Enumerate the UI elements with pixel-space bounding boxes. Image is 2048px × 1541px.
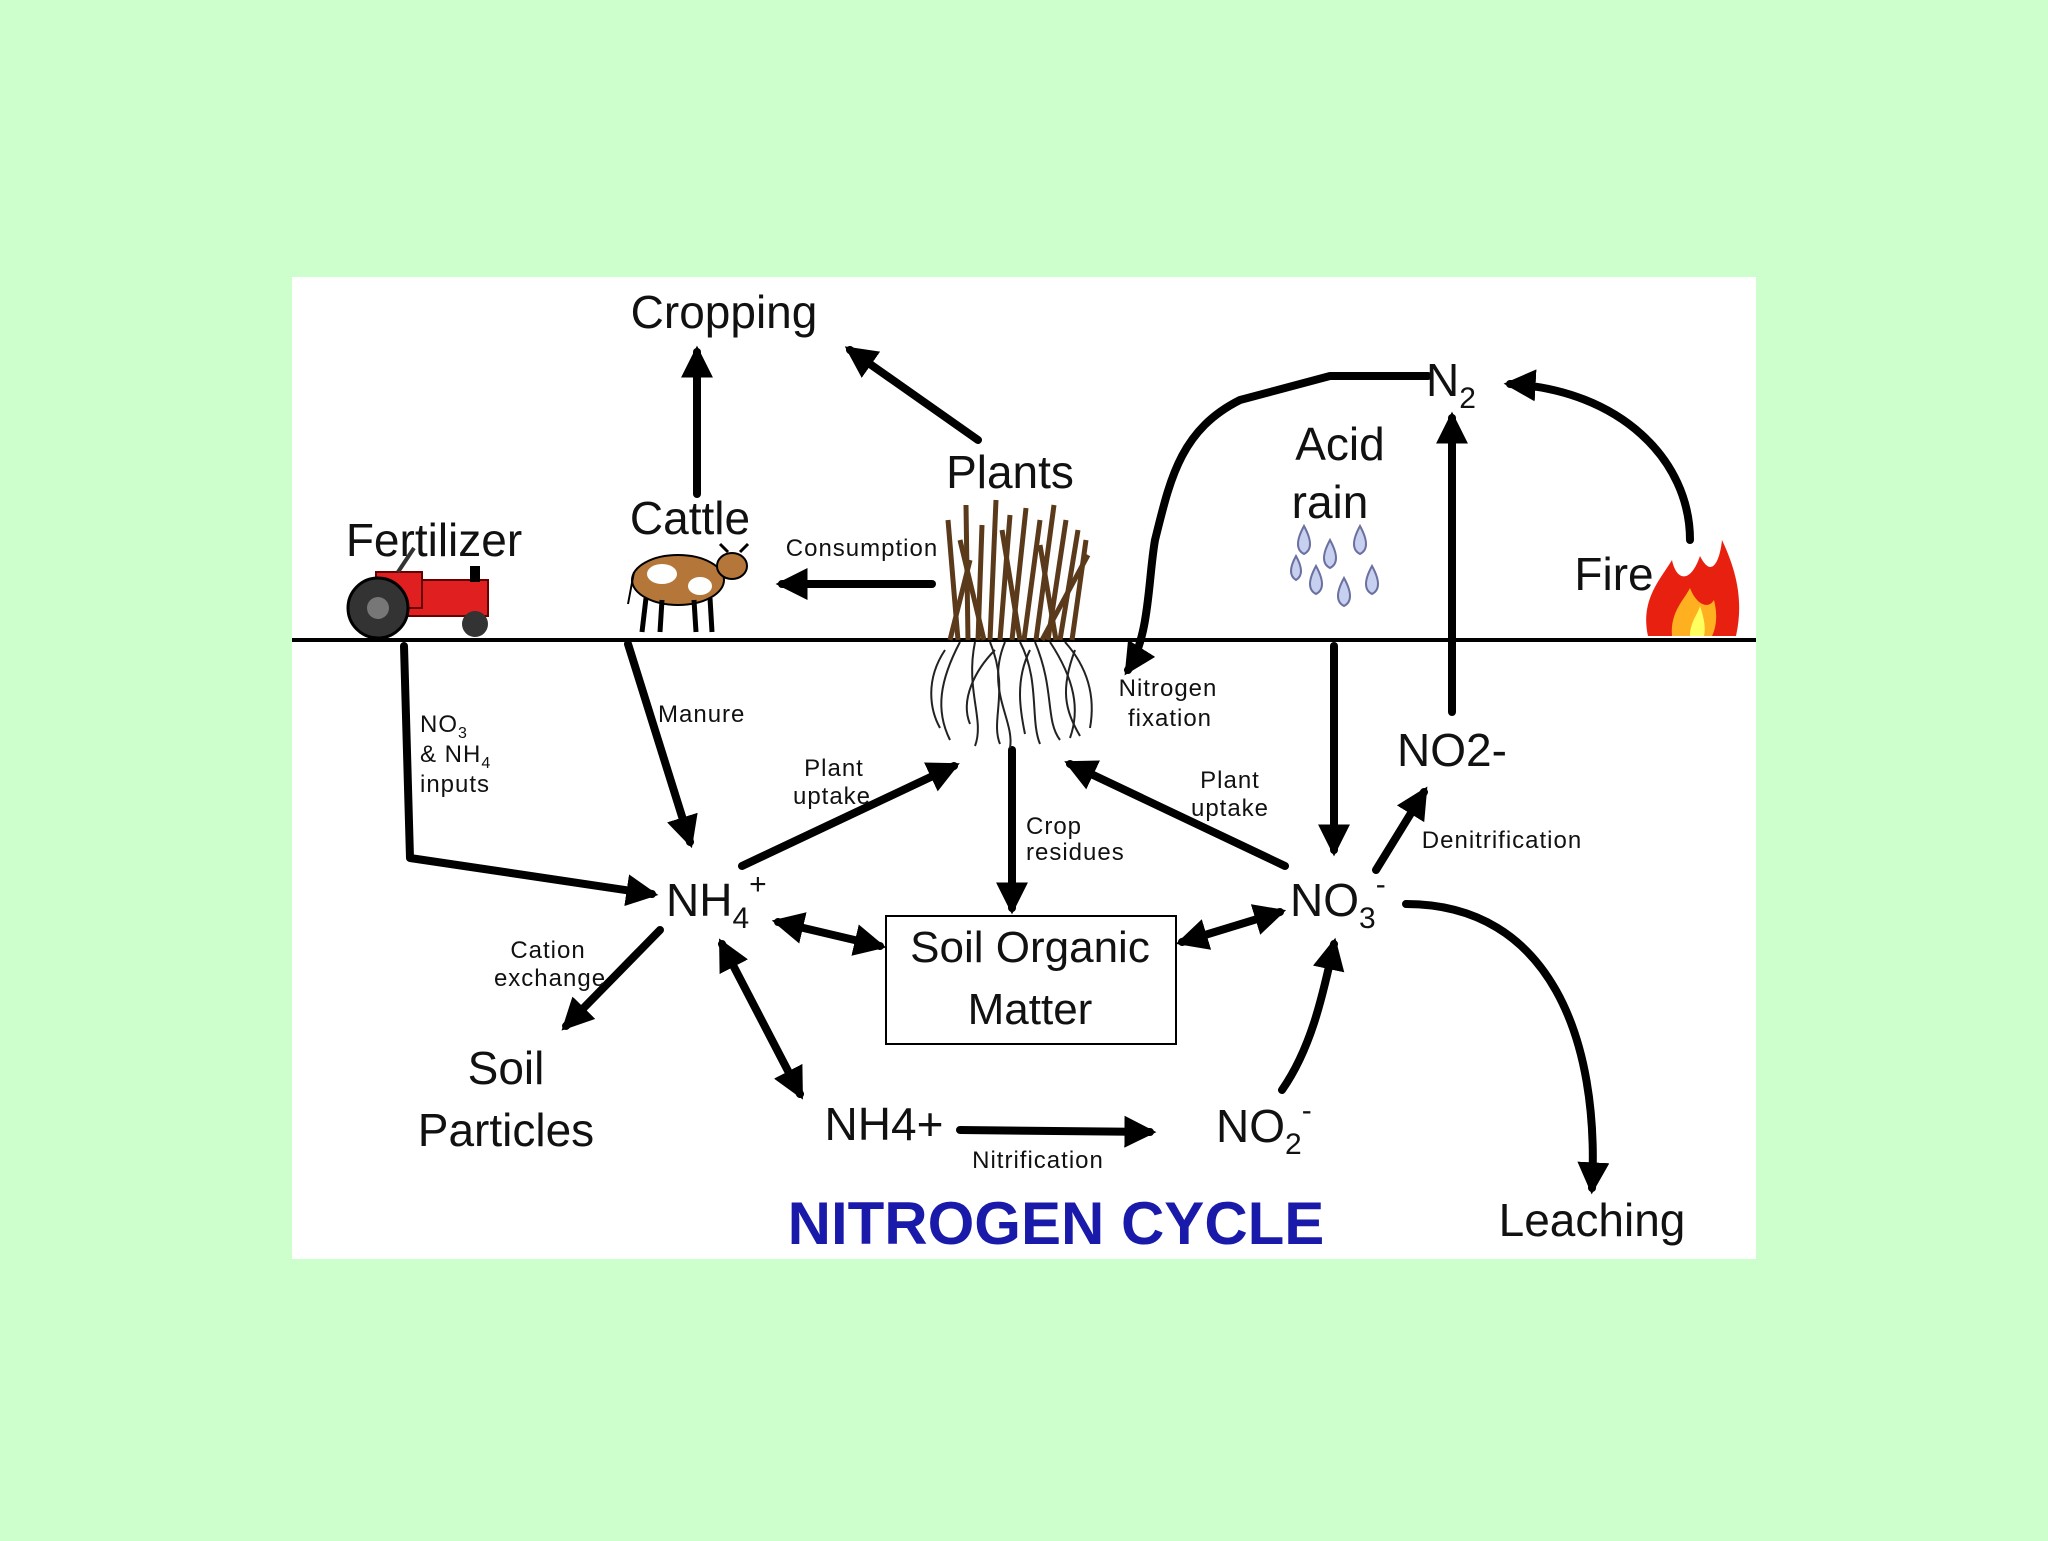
node-soil: Soil — [468, 1042, 545, 1094]
label-cation-exchange-a: Cation — [510, 937, 585, 964]
node-nh4: NH4+ — [666, 868, 767, 935]
diagram-title: NITROGEN CYCLE — [788, 1190, 1325, 1257]
arrow-nitrification — [956, 1115, 1157, 1148]
label-consumption: Consumption — [786, 535, 938, 562]
label-inputs-line1: NO3 — [420, 711, 468, 742]
node-no2: NO2- — [1216, 1094, 1312, 1161]
arrow-plant-uptake-no3 — [1064, 760, 1289, 870]
label-plant-uptake-right-b: uptake — [1191, 795, 1269, 822]
arrow-nitrogen-fixation — [1124, 372, 1432, 676]
diagram-panel — [292, 277, 1756, 1259]
arrow-cation-exchange — [561, 926, 664, 1031]
label-crop-residues-a: Crop — [1026, 813, 1082, 840]
label-nitrogen-fixation-a: Nitrogen — [1119, 675, 1218, 702]
label-plant-uptake-right-a: Plant — [1200, 767, 1260, 794]
node-no2-minus: NO2- — [1397, 724, 1507, 776]
node-cattle: Cattle — [630, 492, 750, 544]
cow-icon — [627, 542, 750, 633]
plant-roots-icon — [930, 641, 1093, 749]
node-fire: Fire — [1574, 548, 1653, 600]
fire-icon — [1646, 540, 1740, 636]
plants-stalks-icon — [945, 499, 1091, 642]
node-no3: NO3- — [1290, 868, 1386, 935]
node-soil-organic-matter-line2: Matter — [968, 985, 1093, 1034]
tractor-icon — [346, 546, 489, 640]
label-nitrogen-fixation-b: fixation — [1128, 705, 1212, 732]
label-nitrification: Nitrification — [972, 1147, 1104, 1174]
arrow-plant-uptake-nh4 — [738, 762, 960, 870]
arrow-som-no3 — [1175, 904, 1287, 950]
label-inputs-line3: inputs — [420, 771, 490, 798]
arrow-nh4-nh4plus — [718, 938, 804, 1100]
arrow-plants-to-cropping — [844, 346, 982, 444]
node-n2: N2 — [1426, 354, 1476, 415]
soil-organic-matter-box — [885, 915, 1177, 1045]
arrow-denitrification — [1372, 786, 1428, 874]
label-plant-uptake-left-a: Plant — [804, 755, 864, 782]
node-cropping: Cropping — [631, 286, 818, 338]
arrow-nh4-som — [771, 912, 887, 956]
arrow-fire-to-n2 — [1503, 369, 1694, 544]
node-fertilizer: Fertilizer — [346, 514, 522, 566]
node-leaching: Leaching — [1499, 1194, 1686, 1246]
arrow-manure — [624, 640, 698, 849]
label-cation-exchange-b: exchange — [494, 965, 606, 992]
node-particles: Particles — [418, 1104, 594, 1156]
label-inputs-line2: & NH4 — [420, 741, 491, 772]
arrow-fertilizer-inputs — [400, 642, 659, 907]
label-manure: Manure — [658, 701, 745, 728]
raindrops-icon — [1290, 523, 1379, 608]
arrow-no2-to-no3 — [1278, 937, 1345, 1094]
node-soil-organic-matter-line1: Soil Organic — [910, 923, 1150, 972]
node-acid: Acid — [1295, 418, 1384, 470]
label-crop-residues-b: residues — [1026, 839, 1125, 866]
node-rain: rain — [1292, 476, 1369, 528]
label-plant-uptake-left-b: uptake — [793, 783, 871, 810]
node-nh4plus: NH4+ — [825, 1098, 944, 1150]
arrow-leaching — [1402, 900, 1610, 1195]
node-plants: Plants — [946, 446, 1074, 498]
label-denitrification: Denitrification — [1422, 827, 1582, 854]
